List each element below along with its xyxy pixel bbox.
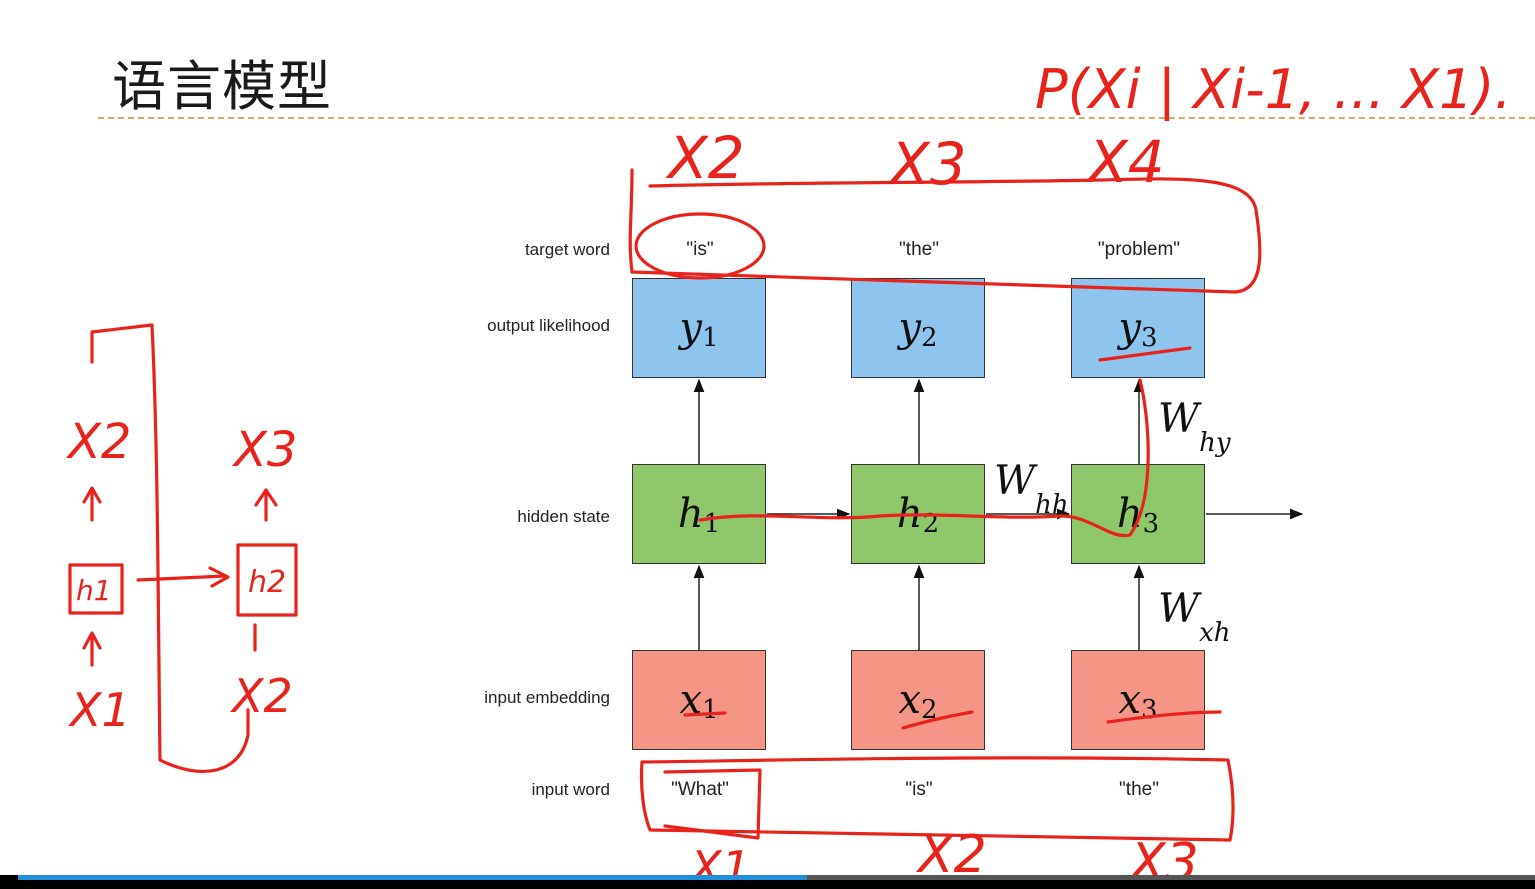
presentation-progress-track bbox=[807, 875, 1535, 880]
target-word: "the" bbox=[899, 239, 939, 260]
row-label-target: target word bbox=[524, 240, 610, 259]
row-label-output: output likelihood bbox=[487, 316, 610, 335]
title-divider bbox=[98, 117, 1535, 119]
slide-title: 语言模型 bbox=[112, 55, 332, 118]
left-sketch-output-x3: X3 bbox=[231, 422, 297, 478]
left-sketch-up-arrows bbox=[82, 486, 278, 667]
left-sketch-loop bbox=[90, 323, 250, 773]
target-word: "is" bbox=[686, 239, 714, 260]
left-sketch-h1-box bbox=[68, 563, 124, 615]
presentation-progress-fill bbox=[18, 875, 807, 880]
target-enclosure bbox=[628, 168, 1262, 294]
left-sketch-h1: h1 bbox=[76, 574, 112, 607]
annotation-top-x2: X2 bbox=[665, 124, 745, 192]
target-word: "problem" bbox=[1097, 239, 1181, 260]
hidden-trace bbox=[698, 346, 1192, 538]
left-sketch-h2-box bbox=[236, 543, 298, 617]
weight-label-hy: Why bbox=[1158, 396, 1231, 458]
target-circle bbox=[634, 212, 766, 280]
input-word: "What" bbox=[671, 779, 729, 800]
row-label-embedding: input embedding bbox=[484, 688, 610, 707]
annotation-top-x4: X4 bbox=[1085, 128, 1165, 196]
left-sketch-h2: h2 bbox=[248, 565, 286, 600]
weight-label-xh: Wxh bbox=[1158, 586, 1231, 648]
input-enclosure bbox=[639, 756, 1235, 842]
underline-x1 bbox=[683, 711, 727, 717]
left-sketch-arrow bbox=[136, 566, 230, 588]
row-label-input: input word bbox=[531, 780, 610, 799]
left-sketch-output-x2: X2 bbox=[65, 414, 131, 470]
left-sketch-input-x1: X1 bbox=[68, 683, 131, 737]
input-word: "is" bbox=[905, 779, 933, 800]
underline-x2 bbox=[901, 710, 974, 730]
annotation-top-x3: X3 bbox=[887, 130, 967, 198]
row-label-hidden: hidden state bbox=[517, 507, 610, 526]
underline-x3 bbox=[1106, 710, 1222, 724]
annotation-formula: P(Xi | Xi-1, ... X1). bbox=[1035, 58, 1512, 121]
left-sketch-input-x2: X2 bbox=[230, 669, 293, 723]
input-word: "the" bbox=[1119, 779, 1159, 800]
input-bracket bbox=[663, 768, 762, 840]
